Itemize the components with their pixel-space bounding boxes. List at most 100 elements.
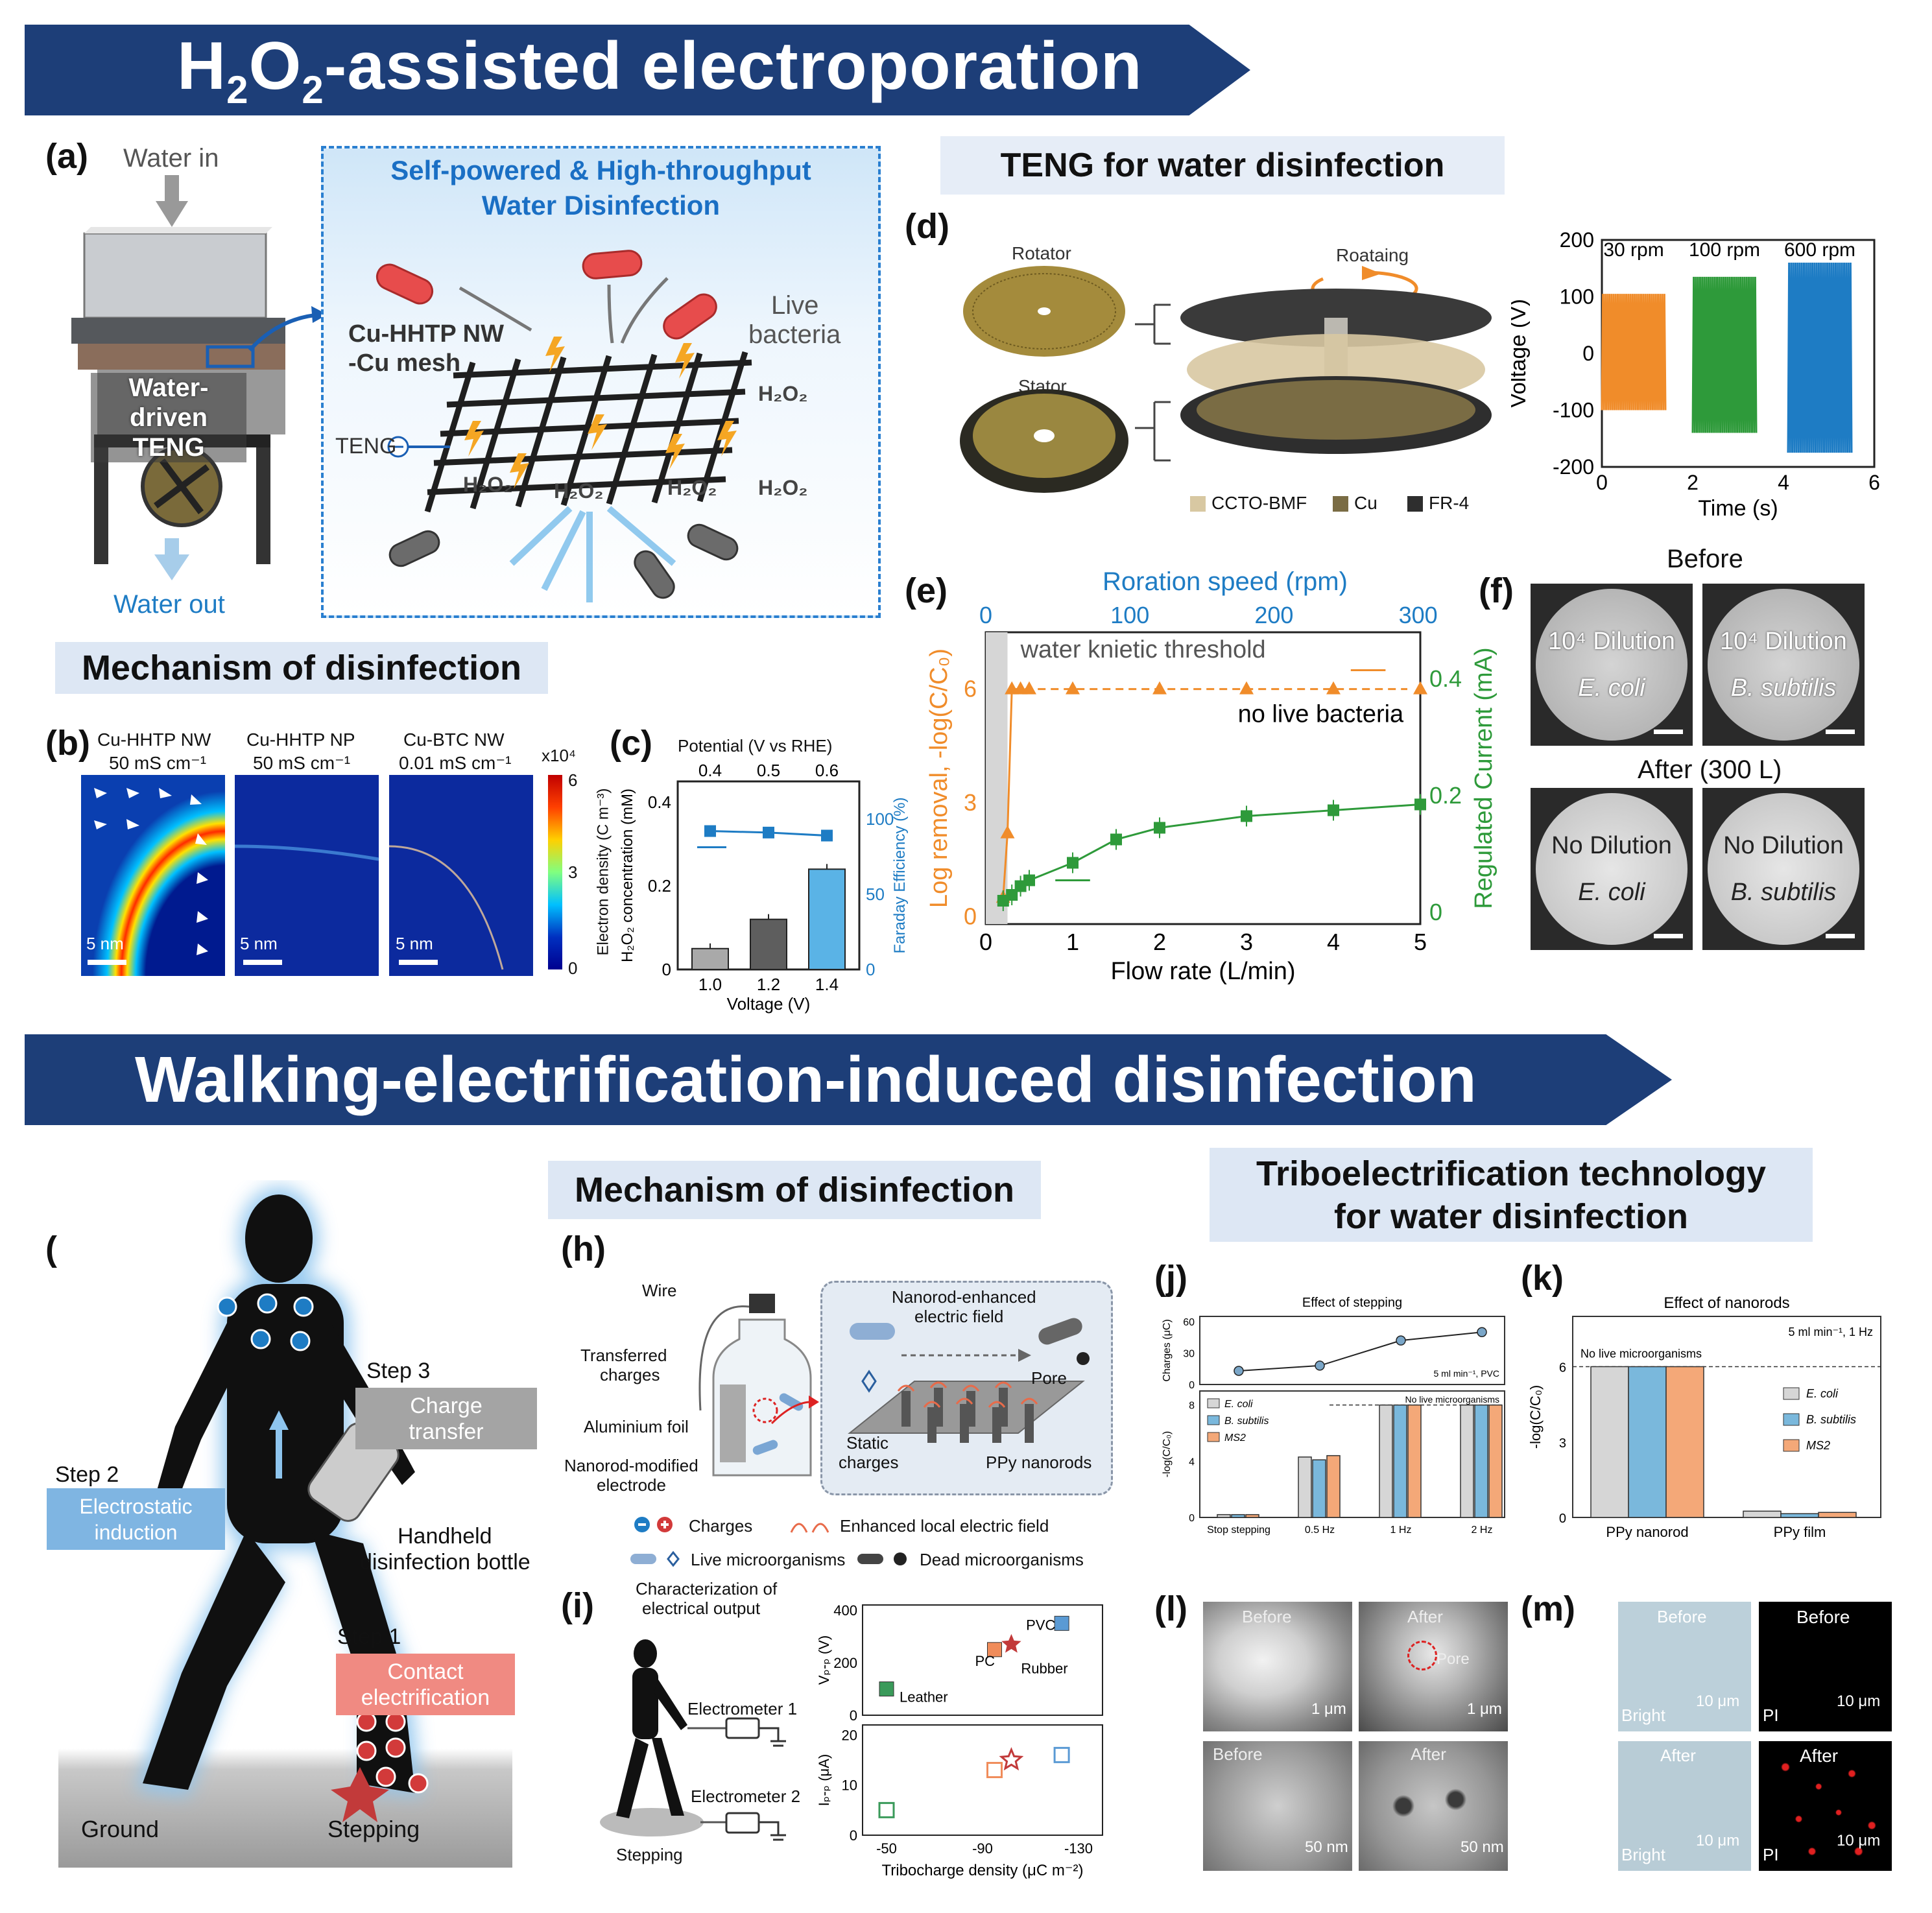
chart-tribocharge: LeatherPCPVCRubber-50-90-130400200020100… xyxy=(817,1602,1103,1879)
pi-before-label: Before xyxy=(1796,1607,1850,1627)
electrode-label-2: electrode xyxy=(597,1475,666,1495)
bar xyxy=(1245,1514,1259,1518)
tribo-title-line2: for water disinfection xyxy=(1333,1196,1689,1236)
ground-label: Ground xyxy=(81,1816,160,1842)
plates-before-label: Before xyxy=(1667,545,1743,573)
scale-bar-label: 5 nm xyxy=(396,934,433,953)
bar xyxy=(1590,1366,1629,1518)
bar xyxy=(1474,1404,1488,1518)
legend-field: Enhanced local electric field xyxy=(840,1516,1049,1536)
petri-dish xyxy=(1708,589,1859,741)
y-tick-label: 0 xyxy=(1559,1512,1566,1526)
sem-scale: 1 μm xyxy=(1311,1700,1346,1718)
y-tick-label: 3 xyxy=(964,789,977,816)
pore-label: Pore xyxy=(1031,1368,1067,1388)
bar xyxy=(1628,1366,1667,1518)
legend-label: MS2 xyxy=(1806,1439,1830,1452)
log-removal-point xyxy=(1239,681,1254,695)
sem-scale: 50 nm xyxy=(1305,1838,1348,1856)
bar xyxy=(1217,1514,1231,1518)
bright-label: Bright xyxy=(1621,1845,1665,1864)
log-removal-point xyxy=(1413,681,1427,695)
x-tick-label: 1 xyxy=(1066,929,1079,955)
no-live-label: No live microorganisms xyxy=(1405,1394,1499,1405)
colorbar-tick: 3 xyxy=(568,862,578,882)
device-teng-label: Water-driven TENG xyxy=(91,373,246,462)
bright-after xyxy=(1618,1741,1751,1871)
bright-label: Bright xyxy=(1621,1705,1665,1725)
x-tick-label: -130 xyxy=(1064,1840,1093,1857)
charges-line xyxy=(1238,1331,1483,1372)
mesh-label-2: -Cu mesh xyxy=(348,350,461,377)
x-axis-label: Voltage (V) xyxy=(727,994,811,1014)
tribo-title-line1: Triboelectrification technology xyxy=(1256,1154,1767,1193)
vpp-point xyxy=(879,1681,894,1697)
contact-line1: Contact xyxy=(387,1659,464,1684)
speed-label: 100 rpm xyxy=(1689,239,1760,261)
plot-frame-bottom xyxy=(862,1724,1103,1836)
mechanism-title-bottom: Mechanism of disinfection xyxy=(548,1161,1041,1219)
charges-point xyxy=(1396,1335,1406,1346)
top-banner: H2O2-assisted electroporation xyxy=(25,25,1250,115)
induction-box: Electrostatic induction xyxy=(47,1488,225,1550)
legend-dead: Dead microorganisms xyxy=(920,1550,1084,1569)
log-removal-point xyxy=(1326,681,1341,695)
step2-label: Step 2 xyxy=(55,1462,119,1487)
nanorod-field-illustration xyxy=(848,1318,1090,1443)
sem-after-1um xyxy=(1359,1602,1508,1731)
y-tick-label: 30 xyxy=(1183,1349,1195,1360)
pi-after-label: After xyxy=(1800,1746,1839,1766)
bar xyxy=(1818,1512,1857,1518)
y-tick-label: 6 xyxy=(1559,1361,1566,1375)
plate-label-species: E. coli xyxy=(1578,879,1645,906)
top-tick-label: 100 xyxy=(1110,602,1149,628)
water-out-label: Water out xyxy=(113,590,225,619)
i-tick-label: 0 xyxy=(850,1827,857,1844)
sem-after-label: After xyxy=(1411,1744,1446,1764)
sem-before-50nm xyxy=(1203,1741,1352,1871)
bar xyxy=(1488,1404,1503,1518)
y-right-tick-label: 50 xyxy=(866,885,885,904)
log-removal-point xyxy=(1066,681,1080,695)
v-tick-label: 200 xyxy=(833,1655,857,1671)
legend-live: Live microorganisms xyxy=(691,1550,846,1569)
colorbar-label: Electron density (C m⁻³) xyxy=(594,788,612,956)
y-right-tick-label: 0 xyxy=(866,960,875,979)
voltage-signal xyxy=(1691,276,1758,433)
bar xyxy=(1231,1514,1245,1518)
legend-swatch xyxy=(1207,1432,1220,1442)
bar xyxy=(1780,1513,1819,1518)
x-tick-label: 2 xyxy=(1687,471,1699,494)
bar xyxy=(1393,1404,1407,1518)
electrode-label-1: Nanorod-modified xyxy=(564,1456,698,1475)
x-tick-label: 0.5 Hz xyxy=(1305,1525,1335,1536)
colorbar-exponent: x10⁴ xyxy=(542,746,577,765)
panel-c-top-axis: Potential (V vs RHE) xyxy=(678,736,833,755)
y-axis-label: H₂O₂ concentration (mM) xyxy=(619,789,636,962)
mechanism-title-top: Mechanism of disinfection xyxy=(55,642,548,694)
petri-dish xyxy=(1708,793,1859,945)
bacteria-label-1: Live xyxy=(771,291,819,320)
pi-label: PI xyxy=(1763,1845,1779,1864)
bright-before xyxy=(1618,1602,1751,1731)
electrometer2-label: Electrometer 2 xyxy=(691,1787,801,1806)
field-label-2: electric field xyxy=(914,1307,1004,1326)
sem-before-1um xyxy=(1203,1602,1352,1731)
y-right-tick-label: 0.2 xyxy=(1429,782,1462,809)
sem-pore-label: Pore xyxy=(1437,1650,1470,1668)
legend-charges-icon xyxy=(634,1517,673,1532)
micro-scale: 10 μm xyxy=(1837,1693,1881,1710)
step3-label: Step 3 xyxy=(366,1359,431,1383)
chart-title: Effect of stepping xyxy=(1302,1296,1402,1310)
micro-scale: 10 μm xyxy=(1837,1832,1881,1849)
charge-transfer-line1: Charge xyxy=(410,1394,483,1418)
x-tick-label: 4 xyxy=(1327,929,1340,955)
bar xyxy=(1326,1455,1341,1518)
faraday-point xyxy=(821,829,833,842)
petri-dish xyxy=(1536,589,1688,741)
teng-structure-illustration xyxy=(960,266,1492,493)
